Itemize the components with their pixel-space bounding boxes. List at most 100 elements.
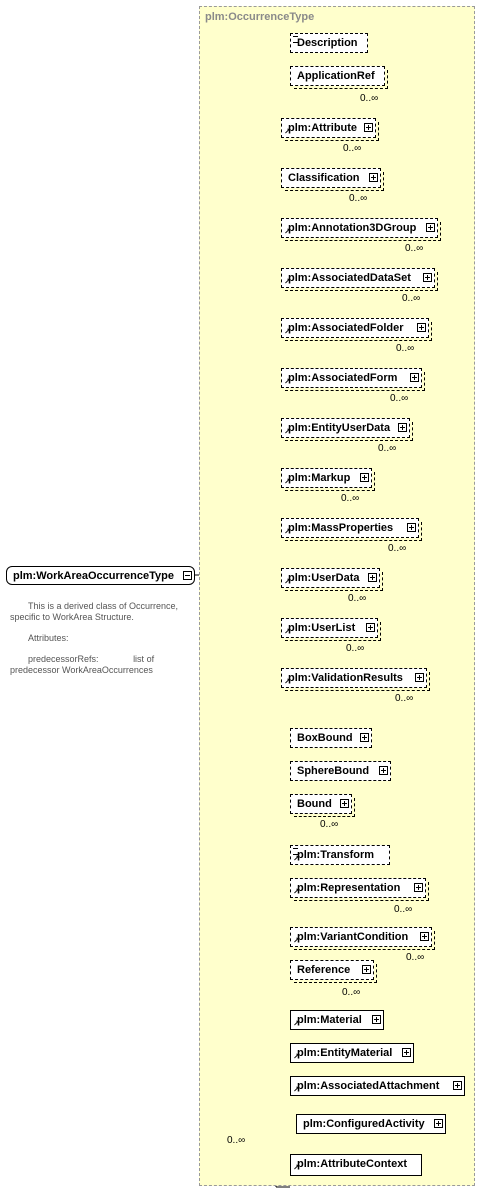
element-label: plm:Markup: [288, 472, 351, 484]
expand-icon[interactable]: [360, 473, 369, 482]
element-label: plm:EntityUserData: [288, 422, 391, 434]
cardinality-label: 0..∞: [405, 243, 424, 254]
element-plm-representation[interactable]: ↗ plm:Representation: [290, 878, 429, 901]
element-label: Reference: [297, 964, 351, 976]
cardinality-label: 0..∞: [341, 493, 360, 504]
element-applicationref[interactable]: ApplicationRef: [290, 66, 388, 89]
collapse-icon[interactable]: [183, 571, 192, 580]
expand-icon[interactable]: [369, 173, 378, 182]
element-plm-attributecontext[interactable]: ↗ plm:AttributeContext: [290, 1154, 422, 1176]
expand-icon[interactable]: [414, 883, 423, 892]
expand-icon[interactable]: [423, 273, 432, 282]
element-plm-associatedform[interactable]: ↗ plm:AssociatedForm: [281, 368, 425, 391]
cardinality-label: 0..∞: [227, 1135, 246, 1146]
expand-icon[interactable]: [426, 223, 435, 232]
element-label: plm:AssociatedAttachment: [297, 1080, 440, 1092]
expand-icon[interactable]: [415, 673, 424, 682]
expand-icon[interactable]: [360, 733, 369, 742]
reference-arrow-icon: ↗: [284, 327, 291, 336]
element-label: plm:Transform: [297, 849, 375, 861]
element-plm-material[interactable]: ↗ plm:Material: [290, 1010, 384, 1030]
element-label: plm:Attribute: [288, 122, 358, 134]
expand-icon[interactable]: [420, 932, 429, 941]
root-element[interactable]: plm:WorkAreaOccurrenceType: [6, 566, 195, 585]
documentation-icon: [293, 848, 298, 855]
element-label: plm:AttributeContext: [297, 1158, 407, 1170]
element-plm-configuredactivity[interactable]: plm:ConfiguredActivity: [296, 1114, 446, 1134]
cardinality-label: 0..∞: [349, 193, 368, 204]
expand-icon[interactable]: [417, 323, 426, 332]
base-type-title: plm:OccurrenceType: [205, 11, 315, 23]
element-label: plm:AssociatedForm: [288, 372, 398, 384]
expand-icon[interactable]: [379, 766, 388, 775]
cardinality-label: 0..∞: [402, 293, 421, 304]
expand-icon[interactable]: [398, 423, 407, 432]
element-plm-associatedattachment[interactable]: ↗ plm:AssociatedAttachment: [290, 1076, 465, 1096]
element-plm-entitymaterial[interactable]: ↗ plm:EntityMaterial: [290, 1043, 414, 1063]
element-label: ApplicationRef: [297, 70, 375, 82]
base-type-panel: plm:OccurrenceType: [199, 6, 475, 1186]
element-plm-userdata[interactable]: ↗ plm:UserData: [281, 568, 383, 591]
cardinality-label: 0..∞: [394, 904, 413, 915]
element-label: BoxBound: [297, 732, 353, 744]
element-plm-entityuserdata[interactable]: ↗ plm:EntityUserData: [281, 418, 413, 441]
element-reference[interactable]: Reference: [290, 960, 377, 983]
doc-line: list of: [133, 654, 155, 664]
expand-icon[interactable]: [434, 1119, 443, 1128]
element-label: plm:Material: [297, 1014, 362, 1026]
expand-icon[interactable]: [368, 573, 377, 582]
element-label: plm:Annotation3DGroup: [288, 222, 417, 234]
expand-icon[interactable]: [364, 123, 373, 132]
expand-icon[interactable]: [453, 1081, 462, 1090]
element-plm-massproperties[interactable]: ↗ plm:MassProperties: [281, 518, 422, 541]
element-label: SphereBound: [297, 765, 370, 777]
cardinality-label: 0..∞: [343, 143, 362, 154]
element-plm-markup[interactable]: ↗ plm:Markup: [281, 468, 375, 491]
element-plm-validationresults[interactable]: ↗ plm:ValidationResults: [281, 668, 430, 691]
element-plm-annotation3dgroup[interactable]: ↗ plm:Annotation3DGroup: [281, 218, 441, 241]
cardinality-label: 0..∞: [320, 819, 339, 830]
expand-icon[interactable]: [410, 373, 419, 382]
element-plm-attribute[interactable]: ↗ plm:Attribute: [281, 118, 379, 141]
expand-icon[interactable]: [362, 965, 371, 974]
expand-icon[interactable]: [340, 799, 349, 808]
element-label: plm:ValidationResults: [288, 672, 403, 684]
element-boxbound[interactable]: BoxBound: [290, 728, 372, 748]
element-label: plm:Representation: [297, 882, 401, 894]
element-label: plm:AssociatedDataSet: [288, 272, 411, 284]
element-label: Classification: [288, 172, 360, 184]
root-element-label: plm:WorkAreaOccurrenceType: [13, 570, 174, 582]
expand-icon[interactable]: [407, 523, 416, 532]
element-plm-transform[interactable]: ↗ plm:Transform: [290, 845, 390, 865]
reference-arrow-icon: ↗: [284, 577, 291, 586]
reference-arrow-icon: ↗: [284, 277, 291, 286]
reference-arrow-icon: ↗: [284, 227, 291, 236]
element-spherebound[interactable]: SphereBound: [290, 761, 391, 781]
element-plm-userlist[interactable]: ↗ plm:UserList: [281, 618, 381, 641]
reference-arrow-icon: ↗: [284, 477, 291, 486]
element-label: plm:EntityMaterial: [297, 1047, 393, 1059]
element-description[interactable]: Description: [290, 33, 368, 53]
cardinality-label: 0..∞: [406, 952, 425, 963]
element-label: Bound: [297, 798, 332, 810]
element-label: plm:MassProperties: [288, 522, 394, 534]
element-label: plm:AssociatedFolder: [288, 322, 404, 334]
element-plm-associateddataset[interactable]: ↗ plm:AssociatedDataSet: [281, 268, 438, 291]
element-plm-associatedfolder[interactable]: ↗ plm:AssociatedFolder: [281, 318, 432, 341]
cardinality-label: 0..∞: [342, 987, 361, 998]
element-classification[interactable]: Classification: [281, 168, 384, 191]
element-bound[interactable]: Bound: [290, 794, 355, 817]
element-label: plm:UserData: [288, 572, 360, 584]
cardinality-label: 0..∞: [348, 593, 367, 604]
expand-icon[interactable]: [402, 1048, 411, 1057]
cardinality-label: 0..∞: [378, 443, 397, 454]
element-plm-variantcondition[interactable]: ↗ plm:VariantCondition: [290, 927, 435, 950]
expand-icon[interactable]: [366, 623, 375, 632]
cardinality-label: 0..∞: [360, 93, 379, 104]
doc-line: predecessor WorkAreaOccurrences: [10, 665, 153, 675]
expand-icon[interactable]: [372, 1015, 381, 1024]
reference-arrow-icon: ↗: [293, 854, 300, 863]
element-label: Description: [297, 37, 358, 49]
root-documentation: This is a derived class of Occurrence, s…: [10, 601, 185, 676]
doc-line: predecessorRefs:: [28, 654, 99, 664]
